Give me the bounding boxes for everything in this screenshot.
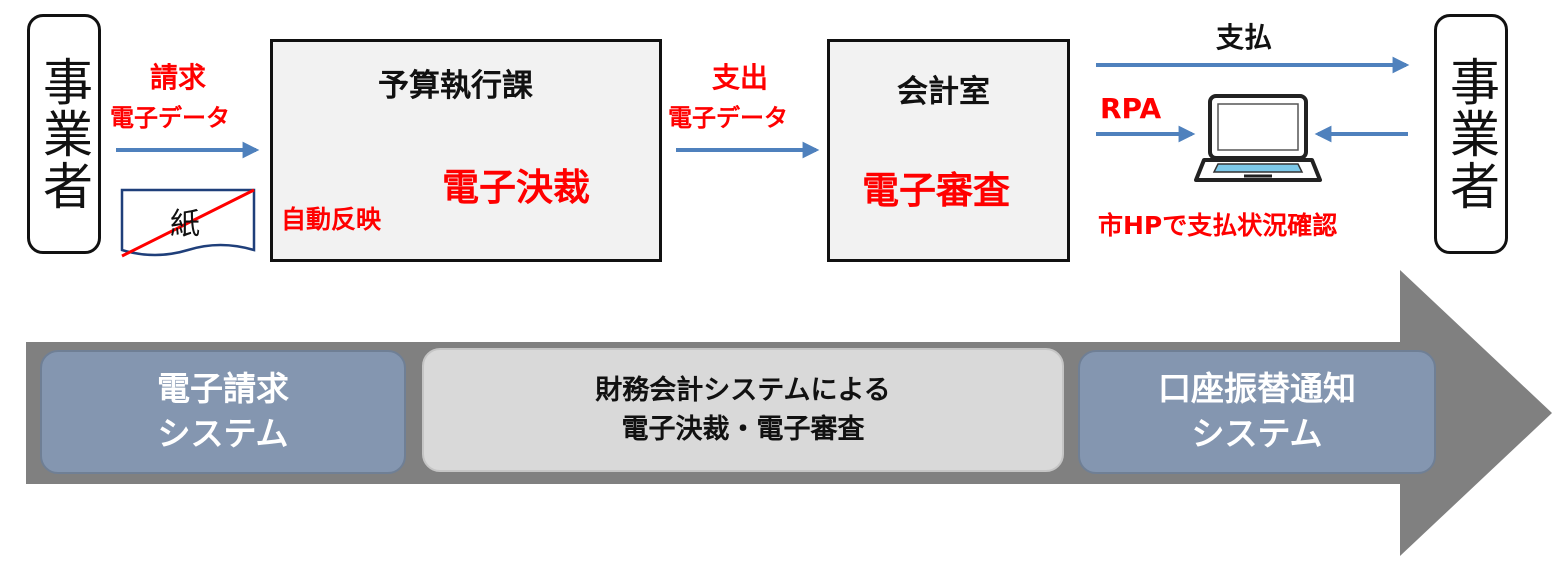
account-transfer-notice-system: 口座振替通知 システム xyxy=(1078,350,1436,474)
e-invoice-system: 電子請求 システム xyxy=(40,350,406,474)
disburse-label: 支出 xyxy=(712,61,769,94)
e-invoice-system-line2: システム xyxy=(157,414,289,453)
e-invoice-system-line1: 電子請求 xyxy=(157,369,289,409)
vendor-right-label: 事業者 xyxy=(1442,56,1500,212)
e-approval-label: 電子決裁 xyxy=(442,166,590,209)
disburse-data-label: 電子データ xyxy=(668,104,788,132)
invoice-label: 請求 xyxy=(150,61,207,94)
rpa-label: RPA xyxy=(1100,92,1162,125)
financial-accounting-system: 財務会計システムによる 電子決裁・電子審査 xyxy=(422,348,1064,472)
payment-label: 支払 xyxy=(1216,21,1273,54)
accounting-office-box xyxy=(827,39,1070,262)
vendor-left-label: 事業者 xyxy=(35,56,93,212)
laptop-icon-rpa xyxy=(1194,94,1322,182)
vendor-right-box: 事業者 xyxy=(1434,14,1508,254)
account-transfer-notice-system-line1: 口座振替通知 xyxy=(1158,369,1356,409)
invoice-data-label: 電子データ xyxy=(110,104,230,132)
auto-reflect-label: 自動反映 xyxy=(281,205,382,234)
paper-icon xyxy=(120,188,256,258)
accounting-office-title: 会計室 xyxy=(897,74,990,110)
financial-accounting-system-line2: 電子決裁・電子審査 xyxy=(621,414,865,445)
budget-office-title: 予算執行課 xyxy=(378,68,533,104)
budget-office-box xyxy=(270,39,662,262)
paper-label: 紙 xyxy=(170,207,200,242)
e-audit-label: 電子審査 xyxy=(862,169,1010,212)
financial-accounting-system-line1: 財務会計システムによる xyxy=(595,374,891,406)
payment-status-check-label: 市HPで支払状況確認 xyxy=(1098,211,1338,240)
account-transfer-notice-system-line2: システム xyxy=(1191,414,1323,453)
vendor-left-box: 事業者 xyxy=(27,14,101,254)
